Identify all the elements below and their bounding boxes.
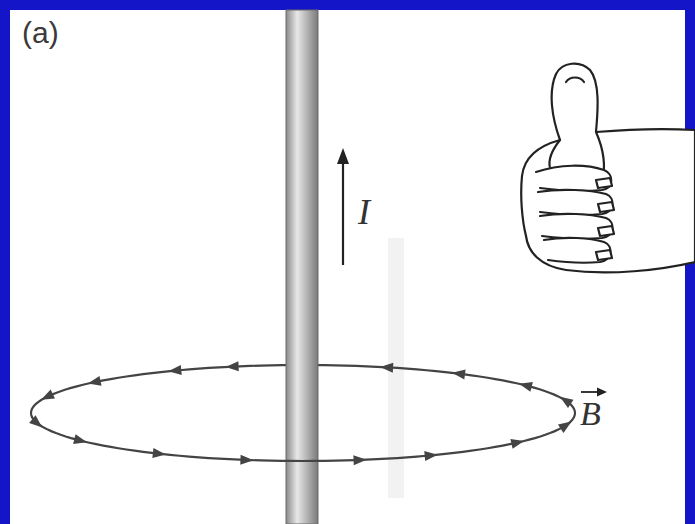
field-arrowhead bbox=[226, 361, 239, 371]
field-line bbox=[31, 413, 575, 461]
current-arrow bbox=[337, 148, 349, 265]
vector-arrow bbox=[581, 388, 607, 397]
field-loop-front bbox=[31, 413, 575, 461]
field-arrowhead bbox=[380, 363, 393, 373]
field-arrowhead bbox=[519, 382, 533, 392]
field-arrowhead bbox=[424, 451, 437, 461]
field-arrowhead bbox=[510, 439, 524, 449]
field-arrows bbox=[29, 361, 573, 465]
field-arrowhead bbox=[41, 389, 55, 399]
field-arrowhead bbox=[353, 455, 366, 465]
field-arrowhead bbox=[452, 369, 466, 379]
field-arrowhead bbox=[152, 448, 165, 458]
field-arrowhead bbox=[560, 397, 574, 408]
wire bbox=[286, 10, 318, 524]
field-arrowhead bbox=[29, 415, 42, 427]
panel-label: (a) bbox=[22, 18, 59, 48]
field-arrowhead bbox=[558, 422, 572, 433]
field-arrowhead bbox=[240, 455, 253, 465]
field-symbol: B bbox=[580, 397, 601, 431]
field-arrowhead bbox=[168, 365, 181, 375]
current-symbol: I bbox=[358, 194, 370, 230]
thumbs-up-hand bbox=[521, 64, 695, 273]
field-arrowhead bbox=[73, 434, 87, 444]
field-arrowhead bbox=[88, 376, 102, 386]
